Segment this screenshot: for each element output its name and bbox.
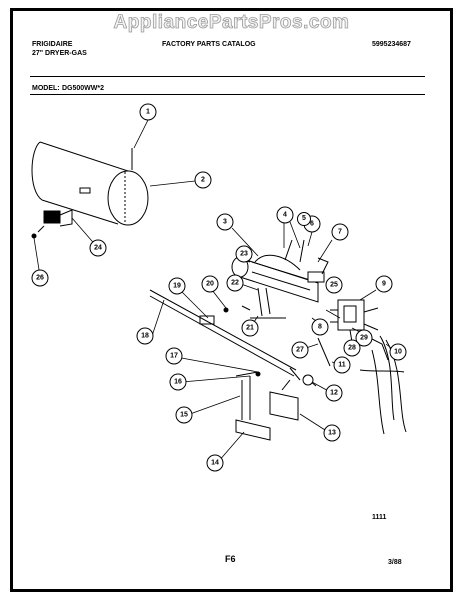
callout-21-label: 21	[246, 325, 254, 332]
callout-circles	[31, 103, 407, 472]
callout-13-label: 13	[328, 430, 336, 437]
callout-23	[235, 245, 253, 263]
callout-27	[291, 341, 309, 359]
callout-5: 5	[297, 212, 311, 226]
callout-19-label: 19	[173, 283, 181, 290]
callout-7	[331, 223, 349, 241]
callout-27-label: 27	[296, 347, 304, 354]
callout-9-label: 9	[382, 281, 386, 288]
header-rule-top	[30, 76, 425, 77]
callout-6-label: 6	[310, 221, 314, 228]
callout-18-label: 18	[141, 333, 149, 340]
callout-9	[375, 275, 393, 293]
callout-11-label: 11	[338, 362, 346, 369]
callout-10	[389, 343, 407, 361]
callout-4	[276, 206, 294, 224]
callout-19	[168, 277, 186, 295]
callout-12-label: 12	[330, 390, 338, 397]
callout-3-label: 3	[223, 219, 227, 226]
callout-24-label: 24	[94, 245, 102, 252]
callout-8-label: 8	[318, 324, 322, 331]
callout-2	[194, 171, 212, 189]
callout-18	[136, 327, 154, 345]
callout-1-label: 1	[146, 109, 150, 116]
manifold-drawing	[302, 337, 331, 387]
page-border	[10, 8, 453, 592]
callout-4-label: 4	[283, 212, 287, 219]
callout-25	[325, 276, 343, 294]
footer-code: 1111	[372, 514, 387, 521]
watermark-text: AppliancePartsPros.com	[113, 12, 350, 34]
gas-valve-drawing	[330, 299, 389, 361]
callout-26	[31, 269, 49, 287]
callout-1	[139, 103, 157, 121]
callout-11	[333, 356, 351, 374]
callout-17	[165, 347, 183, 365]
callout-8	[311, 318, 329, 336]
callout-20	[201, 275, 219, 293]
callout-22-label: 22	[231, 280, 239, 287]
callout-29	[355, 329, 373, 347]
callout-29-label: 29	[360, 335, 368, 342]
callout-17-label: 17	[170, 353, 178, 360]
callout-21	[241, 319, 259, 337]
header-catalog-number: 5995234687	[372, 41, 411, 48]
callout-14-label: 14	[211, 460, 219, 467]
callout-22	[226, 274, 244, 292]
callout-7-label: 7	[338, 229, 342, 236]
callout-10-label: 10	[394, 349, 402, 356]
header-catalog-title: FACTORY PARTS CATALOG	[162, 41, 256, 48]
model-label: MODEL:	[32, 85, 60, 92]
header-brand: FRIGIDAIRE	[32, 41, 73, 48]
ignitor-drawing	[241, 287, 286, 319]
callout-3	[216, 213, 234, 231]
leader-lines	[33, 119, 397, 463]
callout-25-label: 25	[330, 282, 338, 289]
callout-2-label: 2	[201, 177, 205, 184]
header-rule-bottom	[30, 94, 425, 95]
bracket-24-drawing	[37, 209, 73, 233]
callout-13	[323, 424, 341, 442]
header-product: 27" DRYER-GAS	[32, 50, 87, 57]
footer-date: 3/88	[388, 559, 402, 566]
rail-18-drawing	[149, 289, 301, 381]
callout-16	[169, 373, 187, 391]
footer-page: F6	[225, 554, 236, 564]
callout-16-label: 16	[174, 379, 182, 386]
callout-28-label: 28	[348, 345, 356, 352]
support-bracket-drawing	[235, 371, 299, 441]
callout-15	[175, 406, 193, 424]
callout-14	[206, 454, 224, 472]
callout-28	[343, 339, 361, 357]
dryer-drum-drawing	[31, 141, 149, 226]
callout-20-label: 20	[206, 281, 214, 288]
callout-15-label: 15	[180, 412, 188, 419]
callout-26-label: 26	[36, 275, 44, 282]
callout-labels: 1 2 3 4 8 6 7 9 10 11 12 13 14 15 16 17 …	[36, 109, 402, 467]
callout-24	[89, 239, 107, 257]
callout-23-label: 23	[240, 251, 248, 258]
model-number: DG500WW*2	[62, 85, 105, 92]
callout-12	[325, 384, 343, 402]
burner-assembly-drawing	[231, 239, 329, 303]
